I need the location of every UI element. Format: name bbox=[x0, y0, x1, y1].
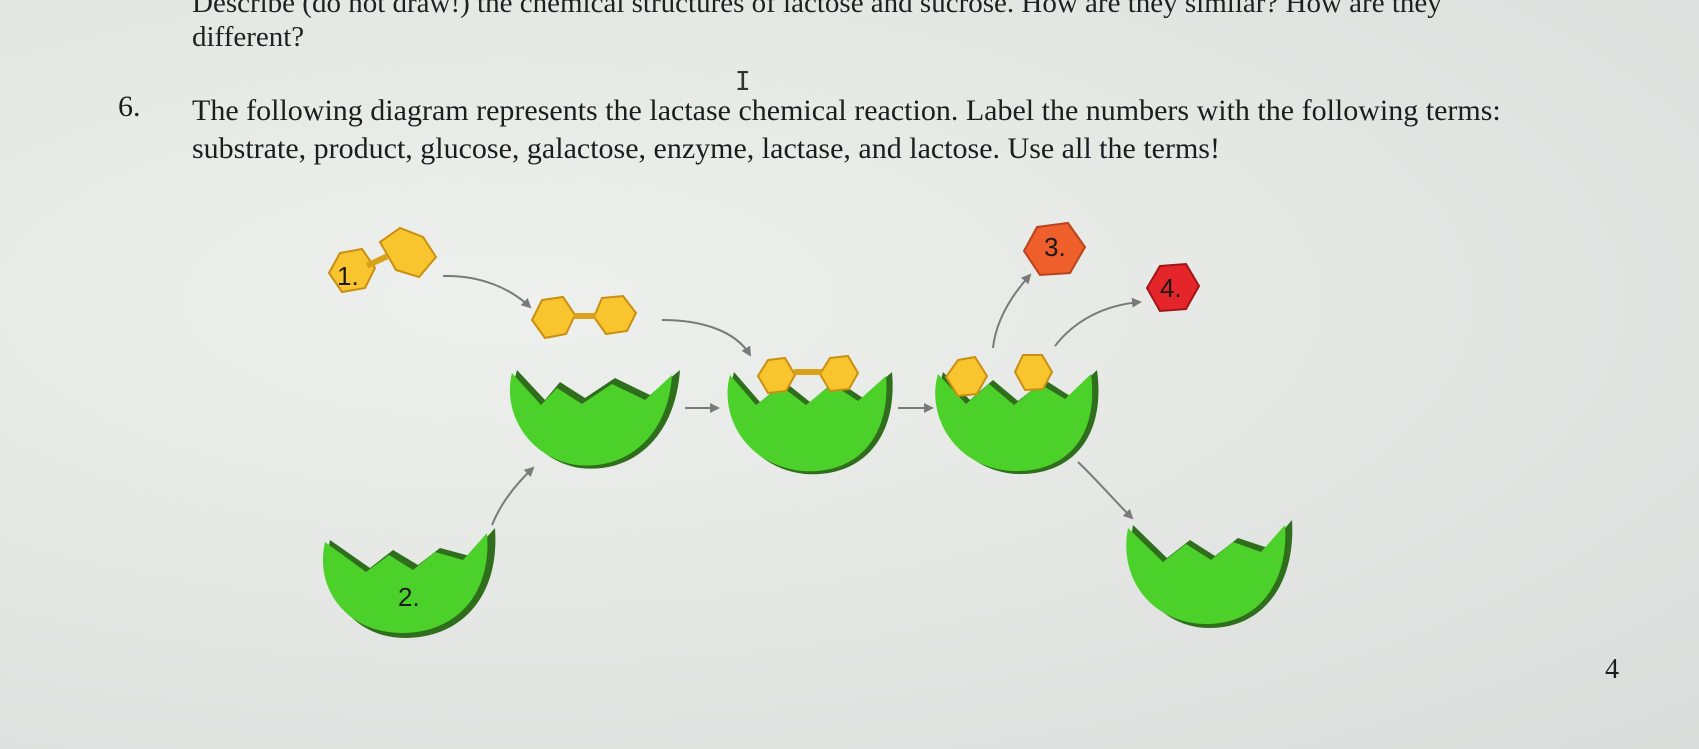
arrow-6 bbox=[992, 273, 1032, 349]
enzyme-shape bbox=[509, 370, 680, 469]
previous-question-line1: Describe (do not draw!) the chemical str… bbox=[192, 0, 1442, 19]
enzyme-label-2: 2. bbox=[322, 528, 496, 638]
product-label-4: 4. bbox=[1145, 262, 1201, 313]
label-1: 1. bbox=[337, 261, 359, 291]
arrow-1 bbox=[442, 274, 532, 309]
arrow-2 bbox=[661, 319, 752, 357]
label-3: 3. bbox=[1044, 232, 1066, 262]
label-2: 2. bbox=[398, 582, 420, 612]
label-4: 4. bbox=[1160, 273, 1182, 303]
previous-question-line2: different? bbox=[192, 21, 305, 53]
enzyme-substrate-complex bbox=[727, 354, 893, 475]
question-number: 6. bbox=[118, 90, 141, 123]
previous-question: Describe (do not draw!) the chemical str… bbox=[192, 0, 1442, 54]
question-text: The following diagram represents the lac… bbox=[192, 94, 1501, 165]
enzyme-product-complex bbox=[935, 354, 1099, 475]
text-cursor-icon: I bbox=[735, 67, 751, 97]
released-enzyme bbox=[1126, 520, 1293, 628]
substrate-approaching bbox=[530, 294, 638, 340]
substrate-label-1: 1. bbox=[327, 226, 438, 294]
arrow-5 bbox=[491, 466, 535, 526]
reaction-arrows bbox=[442, 273, 1142, 526]
page-number: 4 bbox=[1605, 654, 1619, 685]
arrow-8 bbox=[1077, 461, 1134, 520]
product-label-3: 3. bbox=[1022, 221, 1087, 277]
arrow-7 bbox=[1054, 297, 1142, 347]
